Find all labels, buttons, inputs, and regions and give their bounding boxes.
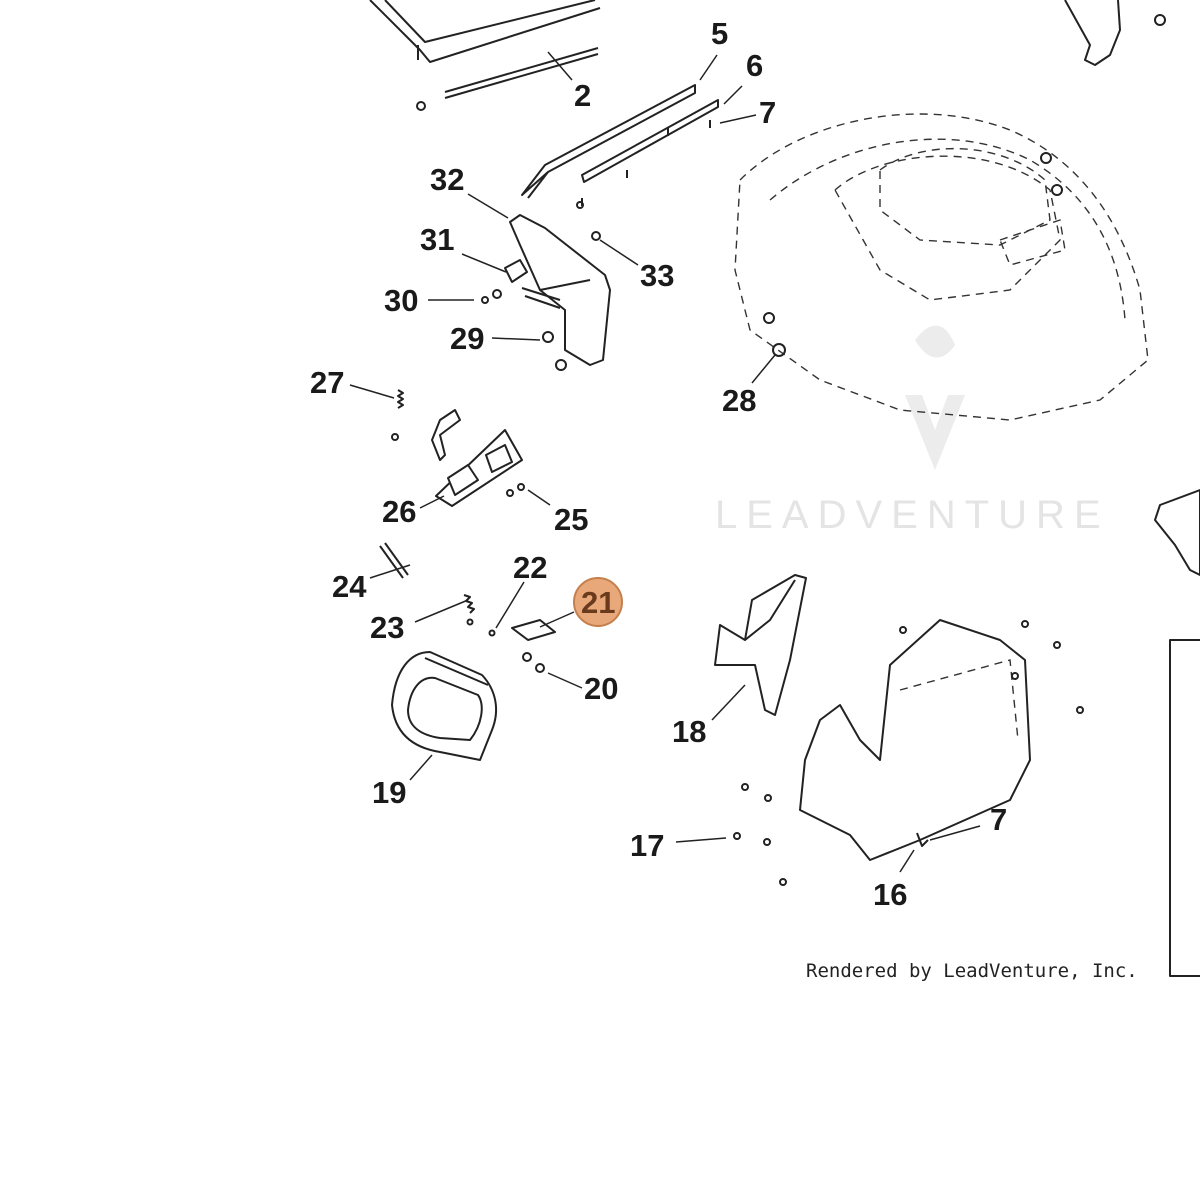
handle-bracket-part xyxy=(511,619,556,673)
rod-part xyxy=(416,47,599,111)
handle-grip-part xyxy=(391,651,498,761)
callout-6[interactable]: 6 xyxy=(746,48,763,83)
button-pair-part xyxy=(435,429,525,507)
watermark-text: LEADVENTURE xyxy=(715,493,1110,537)
latch-spring-part xyxy=(391,389,461,461)
pivot-rod-part xyxy=(379,542,409,579)
leader-lines xyxy=(349,51,981,873)
callout-22[interactable]: 22 xyxy=(513,550,547,585)
callout-18[interactable]: 18 xyxy=(672,714,706,749)
callout-31[interactable]: 31 xyxy=(420,222,454,257)
callout-32[interactable]: 32 xyxy=(430,162,464,197)
hinge-bracket-part xyxy=(481,201,611,371)
callout-20[interactable]: 20 xyxy=(584,671,618,706)
render-credit: Rendered by LeadVenture, Inc. xyxy=(806,960,1138,982)
callout-30[interactable]: 30 xyxy=(384,283,418,318)
callout-27[interactable]: 27 xyxy=(310,365,344,400)
callout-19[interactable]: 19 xyxy=(372,775,406,810)
callout-21[interactable]: 21 xyxy=(581,585,615,620)
callout-7-bottom[interactable]: 7 xyxy=(990,802,1007,837)
callout-24[interactable]: 24 xyxy=(332,569,367,604)
watermark: LEADVENTURE xyxy=(715,325,1110,537)
callout-33[interactable]: 33 xyxy=(640,258,674,293)
rear-housing-part xyxy=(733,619,1084,886)
flap-strip-part xyxy=(521,84,696,199)
highlight-circle xyxy=(573,577,623,627)
callout-7-top[interactable]: 7 xyxy=(759,95,776,130)
bag-frame-part xyxy=(369,0,601,63)
callout-labels: 2 5 6 7 32 31 33 30 29 27 28 26 25 24 22… xyxy=(310,16,1007,912)
callout-28[interactable]: 28 xyxy=(722,383,756,418)
discharge-chute-part xyxy=(714,574,807,716)
callout-29[interactable]: 29 xyxy=(450,321,484,356)
callout-16[interactable]: 16 xyxy=(873,877,907,912)
handle-spring-part xyxy=(463,594,496,637)
rear-bracket-part xyxy=(1064,0,1166,66)
callout-17[interactable]: 17 xyxy=(630,828,664,863)
seal-strip-part xyxy=(581,99,719,206)
callout-25[interactable]: 25 xyxy=(554,502,588,537)
inset-frame xyxy=(1169,639,1200,977)
side-part-right xyxy=(1154,489,1200,576)
mower-deck-outline xyxy=(734,113,1149,421)
callout-5[interactable]: 5 xyxy=(711,16,728,51)
callout-2[interactable]: 2 xyxy=(574,78,591,113)
callout-26[interactable]: 26 xyxy=(382,494,416,529)
callout-23[interactable]: 23 xyxy=(370,610,404,645)
